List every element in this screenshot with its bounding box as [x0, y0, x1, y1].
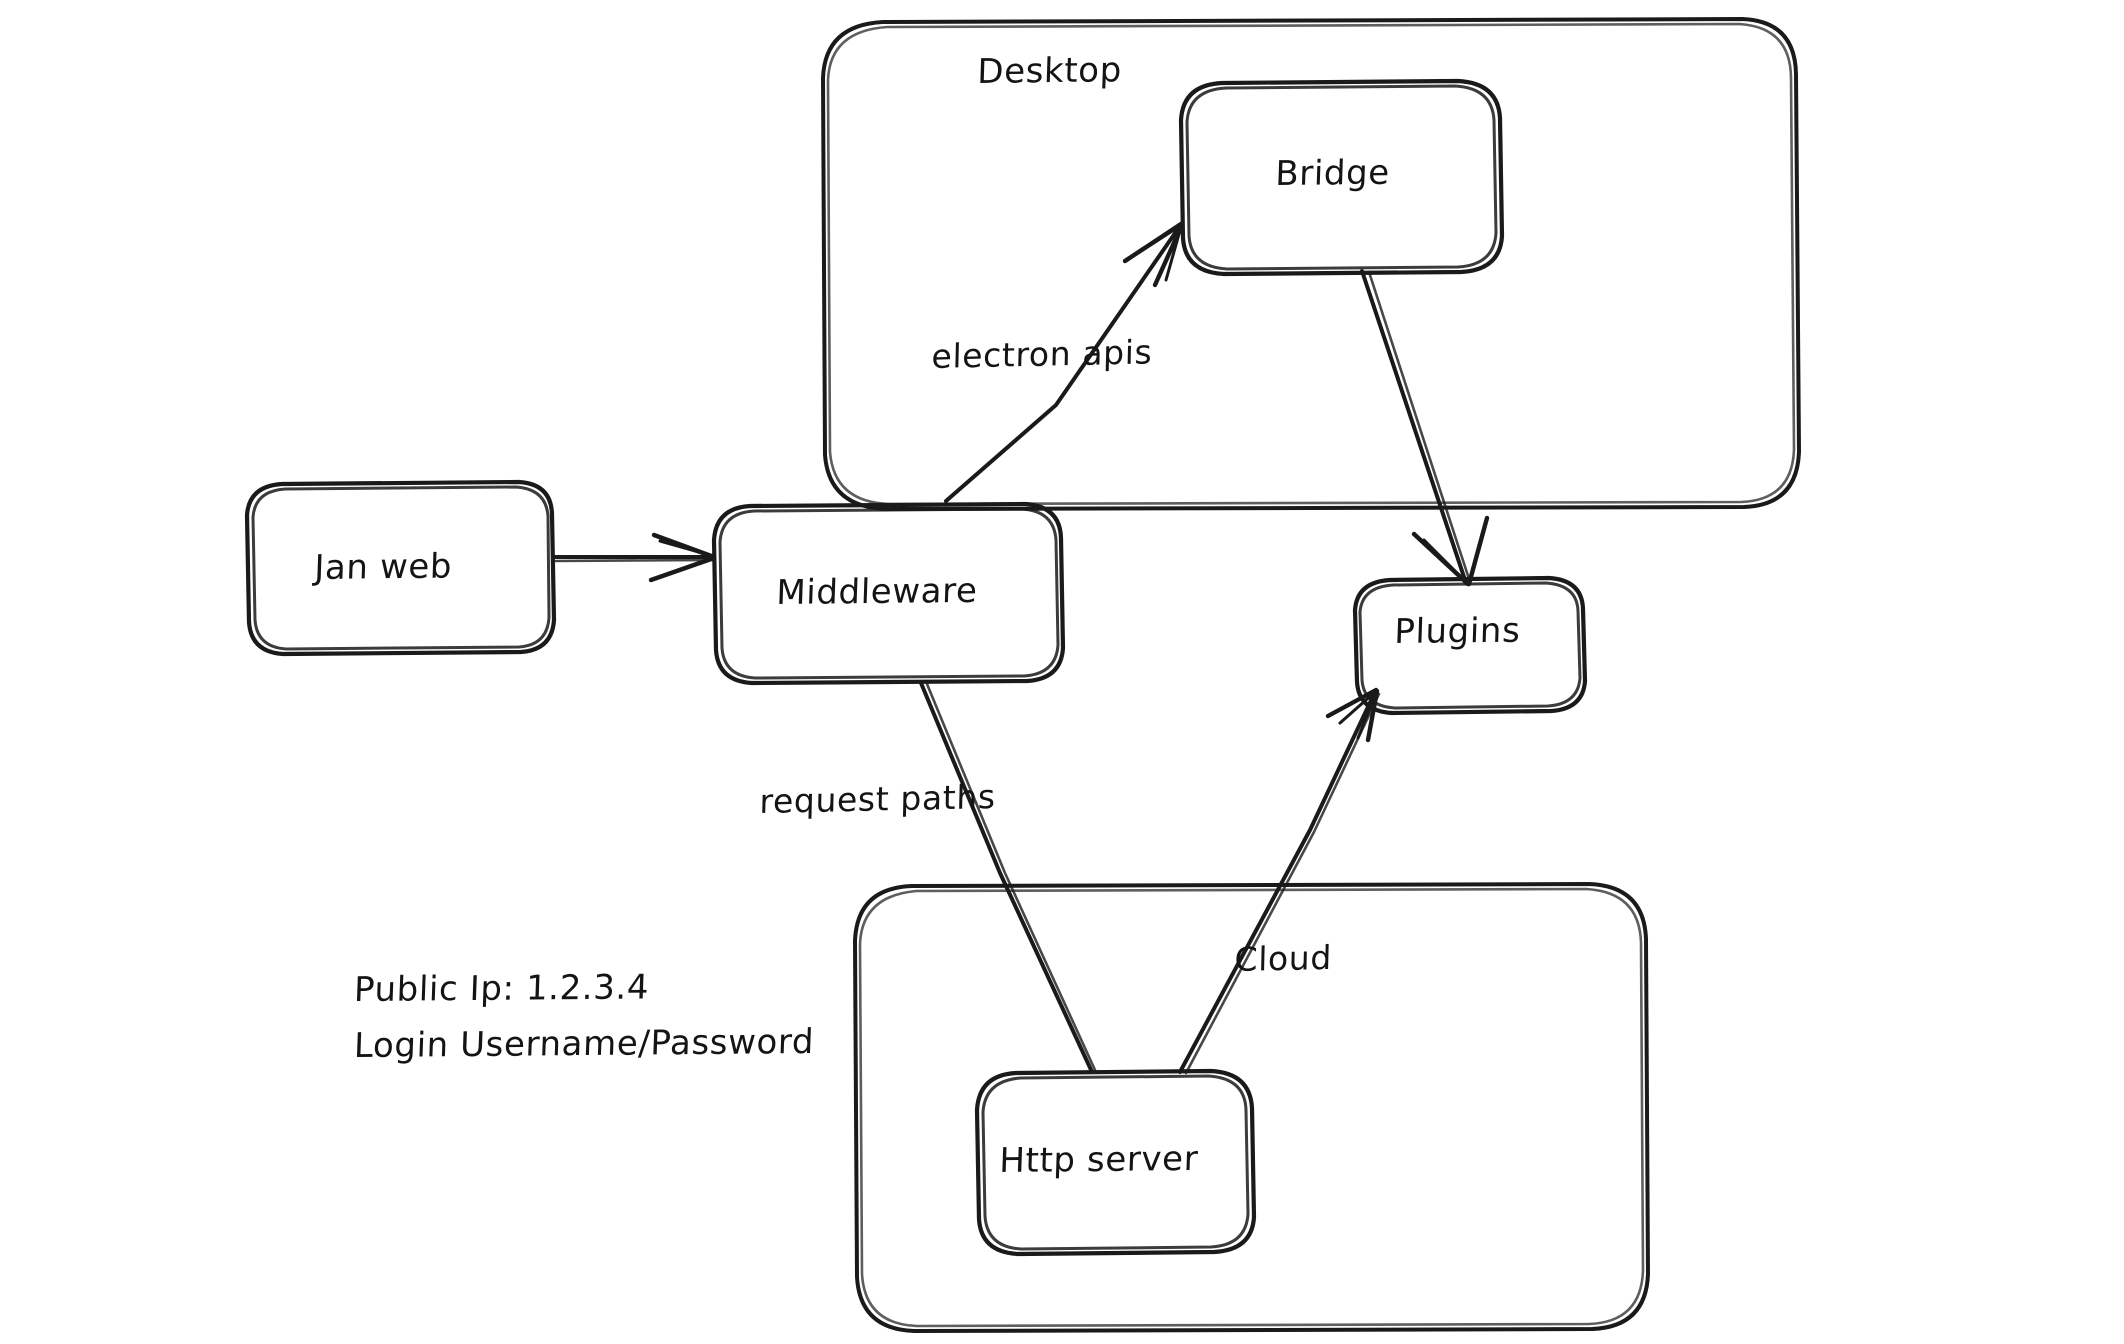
edge-middleware-to-http-server	[919, 681, 1097, 1074]
node-label-jan-web[interactable]: Jan web	[313, 546, 453, 588]
node-plugins-outline	[1352, 575, 1588, 716]
node-label-bridge[interactable]: Bridge	[1274, 152, 1391, 194]
node-middleware-outline	[711, 501, 1066, 686]
node-label-http-server[interactable]: Http server	[998, 1138, 1199, 1181]
group-desktop-outline	[821, 17, 1801, 511]
group-label-desktop: Desktop	[976, 50, 1123, 92]
note-public-ip: Public Ip: 1.2.3.4	[353, 967, 650, 1010]
edge-bridge-to-plugins	[1360, 269, 1490, 587]
node-jan-web-outline	[244, 479, 557, 657]
edge-jan-web-to-middleware	[552, 532, 717, 583]
note-login-credentials: Login Username/Password	[353, 1021, 815, 1066]
edge-middleware-to-bridge	[944, 221, 1185, 503]
group-cloud-outline	[853, 882, 1650, 1333]
node-bridge-outline	[1178, 78, 1505, 277]
edge-label-cloud: Cloud	[1234, 937, 1333, 979]
edge-http-server-to-plugins	[1178, 687, 1381, 1075]
node-http-server-outline	[974, 1068, 1257, 1257]
edge-label-request-paths: request paths	[759, 777, 997, 821]
node-label-middleware[interactable]: Middleware	[775, 570, 979, 613]
edge-label-electron-apis: electron apis	[931, 332, 1153, 376]
node-label-plugins[interactable]: Plugins	[1393, 610, 1522, 652]
